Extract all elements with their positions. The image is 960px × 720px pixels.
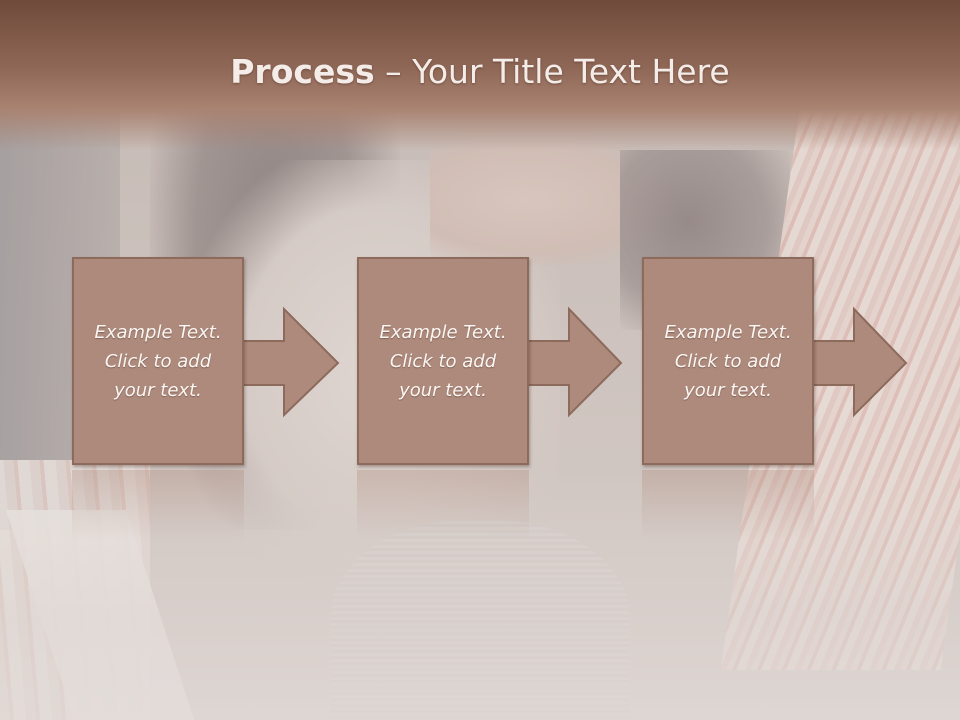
step-text: Example Text. Click to add your text. <box>94 321 222 401</box>
process-step-2[interactable]: Example Text. Click to add your text. <box>357 257 623 467</box>
step-box[interactable]: Example Text. Click to add your text. <box>642 257 814 465</box>
step-text: Example Text. Click to add your text. <box>664 321 792 401</box>
step-box[interactable]: Example Text. Click to add your text. <box>72 257 244 465</box>
title-bold: Process <box>230 52 375 91</box>
step-text: Example Text. Click to add your text. <box>379 321 507 401</box>
slide-title[interactable]: Process – Your Title Text Here <box>0 52 960 91</box>
title-rest: – Your Title Text Here <box>374 52 730 91</box>
process-step-1[interactable]: Example Text. Click to add your text. <box>72 257 340 467</box>
title-bar <box>0 0 960 150</box>
step-box[interactable]: Example Text. Click to add your text. <box>357 257 529 465</box>
step-reflection <box>642 470 814 540</box>
process-step-3[interactable]: Example Text. Click to add your text. <box>642 257 908 467</box>
step-reflection <box>72 470 244 540</box>
step-reflection <box>357 470 529 540</box>
